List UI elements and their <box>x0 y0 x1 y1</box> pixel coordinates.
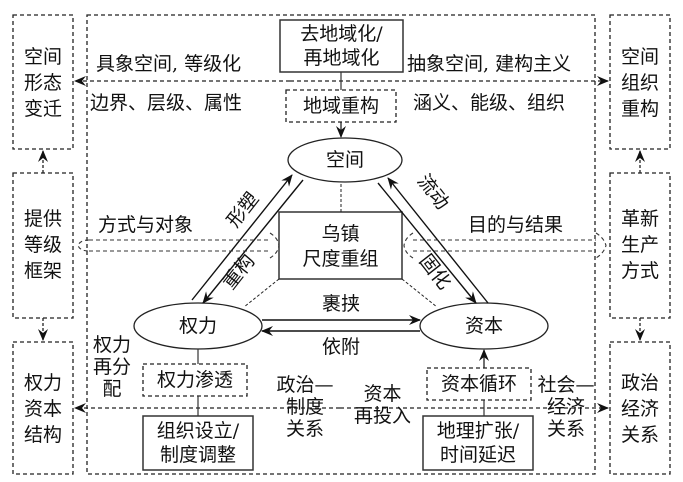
deterritorialization-box <box>279 19 404 73</box>
deterritorialization-text: 去地域化/ 再地域化 <box>300 23 383 69</box>
shape-arrow <box>191 174 293 301</box>
power-node-label: 权力 <box>178 315 217 337</box>
purpose-result-label: 目的与结果 <box>468 214 564 236</box>
right-top-box <box>609 14 671 150</box>
space-node <box>287 137 403 183</box>
power-redistribution-label: 权力 再分 配 <box>92 334 131 400</box>
org-setup-text: 组织设立/ 制度调整 <box>156 420 240 466</box>
right-bot-box <box>609 341 671 475</box>
space-node-label: 空间 <box>325 149 364 171</box>
spatial-form-change-label: 空间 形态 变迁 <box>23 46 62 120</box>
abstract-space-label: 抽象空间, 建构主义 <box>407 53 572 75</box>
meaning-level-org-label: 涵义、能级、组织 <box>413 92 566 114</box>
coerce-edge-label: 裹挟 <box>322 293 361 315</box>
hierarchy-framework-label: 提供 等级 框架 <box>23 208 62 282</box>
regional-restructure-text: 地域重构 <box>302 95 379 117</box>
power-capital-structure-label: 权力 资本 结构 <box>23 372 62 446</box>
concrete-space-label: 具象空间, 等级化 <box>96 53 242 75</box>
method-object-label: 方式与对象 <box>98 214 194 236</box>
spatial-org-restructure-label: 空间 组织 重构 <box>620 46 659 120</box>
geo-expansion-text: 地理扩张/ 时间延迟 <box>436 420 520 466</box>
geo-expansion-box <box>422 415 534 471</box>
left-bot-box <box>12 341 74 475</box>
capital-reinvest-label: 资本 再投入 <box>353 383 411 427</box>
center-box-label: 乌镇 尺度重组 <box>302 223 379 270</box>
solidify-arrow <box>377 182 477 304</box>
power-penetration-box <box>142 363 248 397</box>
capital-cycle-box <box>426 367 532 401</box>
restructure-arrow <box>202 179 304 304</box>
left-top-box <box>12 14 74 150</box>
socio-economic-label: 社会— 经济 关系 <box>537 374 595 440</box>
right-hollow-arrow <box>403 232 607 259</box>
power-penetration-text: 权力渗透 <box>156 369 233 391</box>
depend-edge-label: 依附 <box>322 336 361 358</box>
political-economic-relation-label: 政治 经济 关系 <box>620 372 659 446</box>
center-to-capital <box>401 278 438 308</box>
capital-cycle-text: 资本循环 <box>440 373 517 395</box>
boundary-level-attr-label: 边界、层级、属性 <box>90 92 243 114</box>
outer-frame <box>86 14 596 475</box>
left-hollow-arrow <box>77 232 280 259</box>
capital-node-label: 资本 <box>464 315 503 337</box>
center-to-power <box>243 278 280 308</box>
org-setup-box <box>142 415 254 471</box>
political-institutional-label: 政治— 制度 关系 <box>276 374 334 440</box>
innovate-production-label: 革新 生产 方式 <box>620 208 659 282</box>
